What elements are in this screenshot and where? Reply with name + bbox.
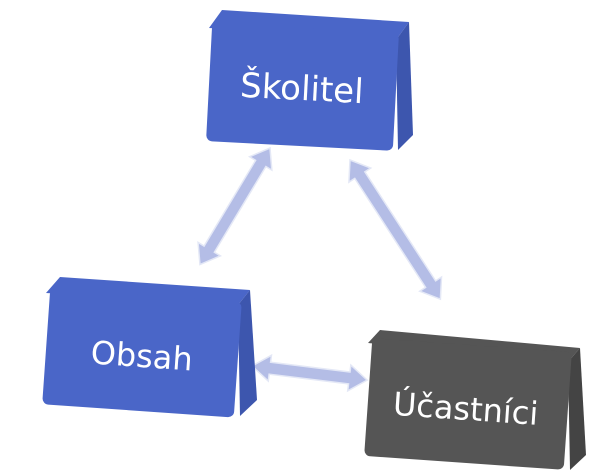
node-ucastnici: Účastníci (364, 330, 586, 470)
arrow-skolitel-obsah (197, 146, 273, 266)
node-skolitel: Školitel (206, 10, 413, 151)
node-label-obsah: Obsah (90, 333, 194, 378)
node-label-skolitel: Školitel (239, 65, 364, 112)
arrow-skolitel-ucastnici (348, 158, 443, 301)
node-obsah: Obsah (42, 277, 257, 418)
arrow-obsah-ucastnici (250, 353, 369, 393)
